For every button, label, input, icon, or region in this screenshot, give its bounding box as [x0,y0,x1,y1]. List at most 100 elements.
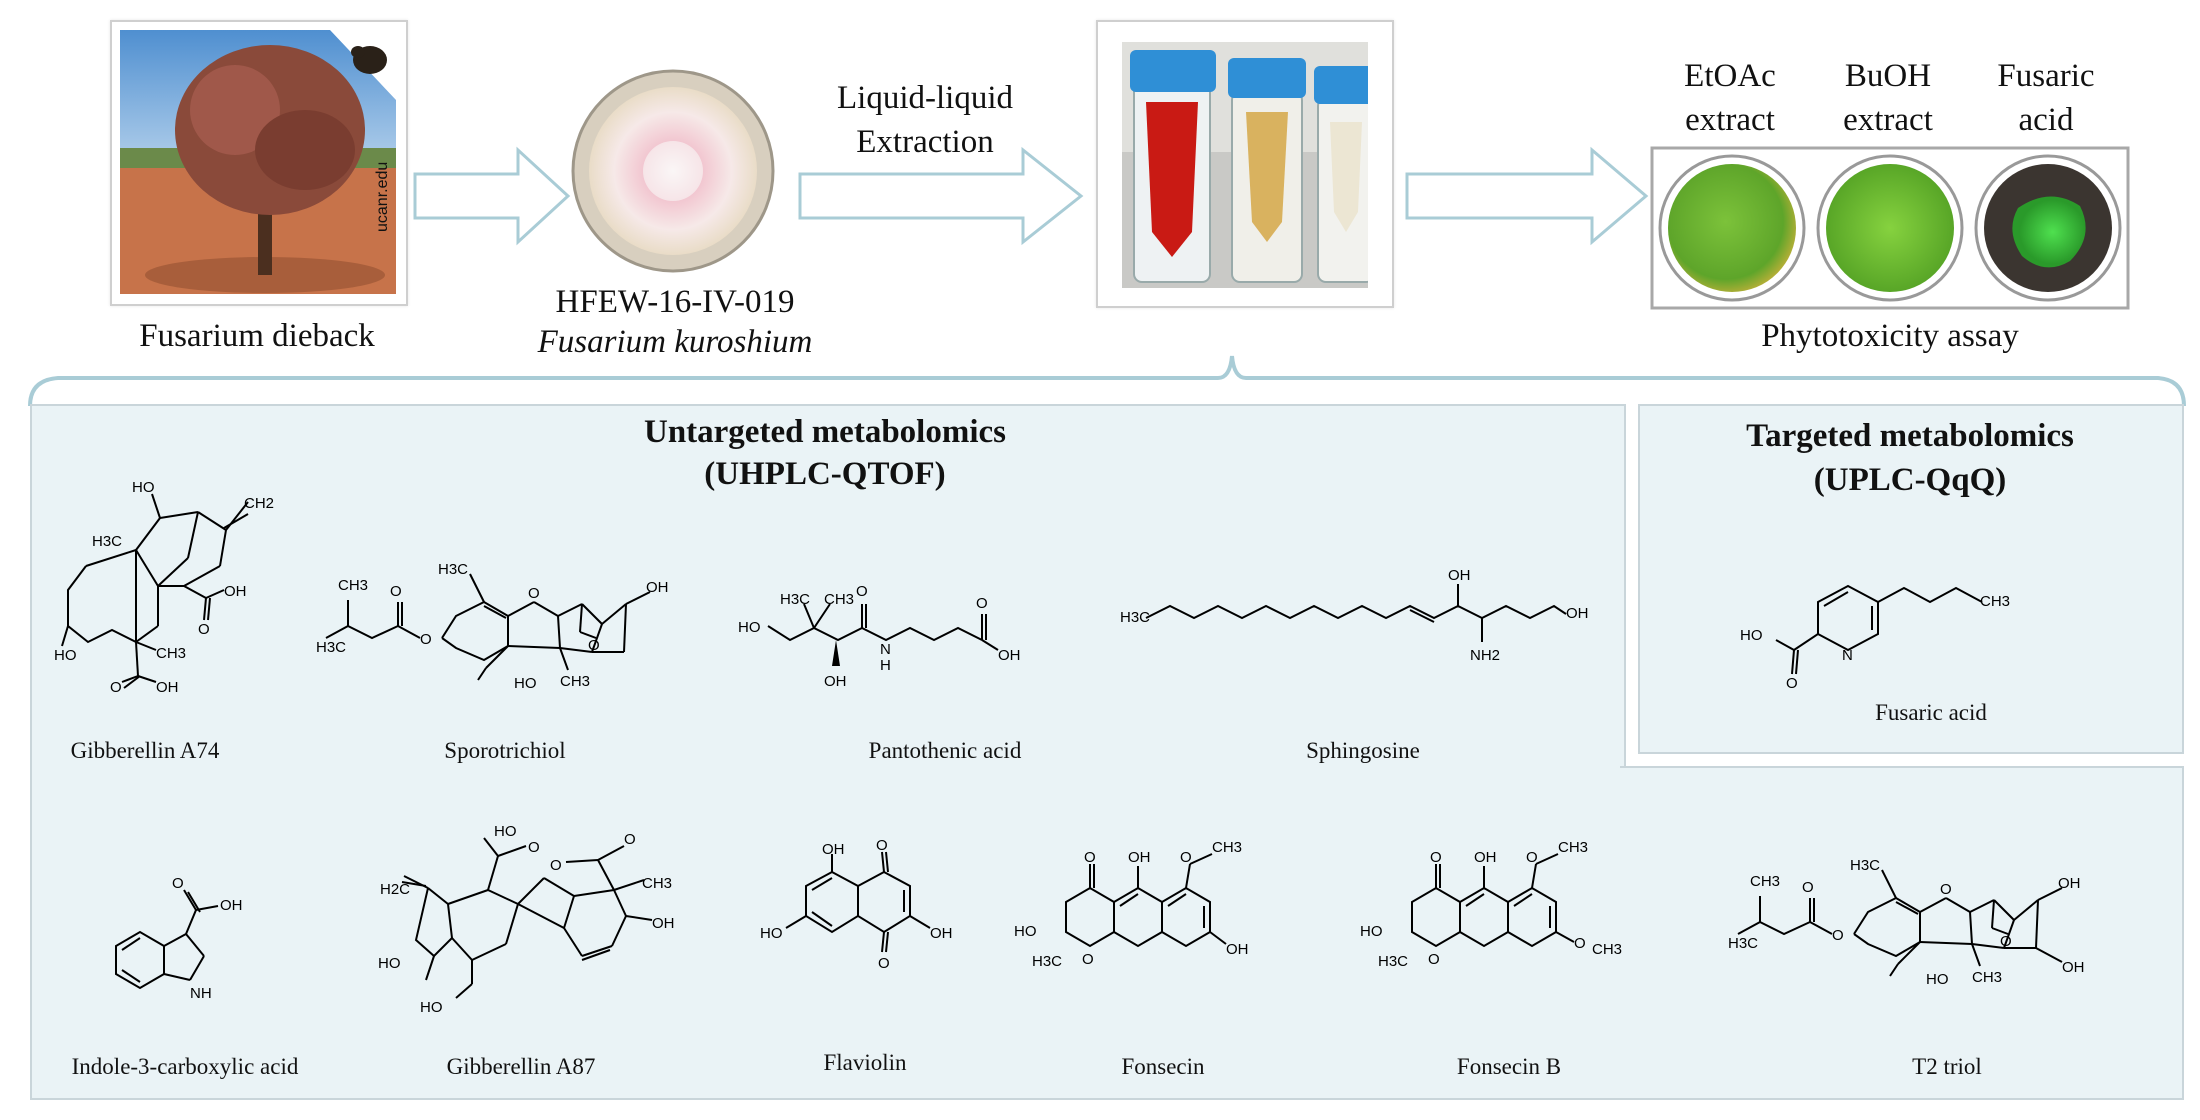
atom: H3C [1728,935,1758,952]
structure-indole-3-carboxylic-acid: O OH NH [115,875,243,1002]
structure-sporotrichiol: H3C CH3 O O H3C O O OH HO CH3 [316,561,669,690]
atom: HO [378,955,401,972]
assay-col2-line2: extract [1843,102,1933,138]
structure-gibberellin-a74: HO CH2 H3C OH O CH3 HO O OH [54,479,274,696]
atom: H3C [1120,609,1150,626]
atom: O [1430,849,1442,866]
dieback-photo [120,30,396,294]
compound-name: Fonsecin [1121,1054,1205,1079]
atom: HO [54,647,77,664]
vials-photo [1122,42,1368,288]
atom: OH [646,579,669,596]
assay-col3-line1: Fusaric [1997,58,2095,94]
atom: O [1786,675,1798,690]
atom: HO [514,675,537,690]
structure-t2-triol: H3C CH3 O O H3C O O OH OH HO CH3 [1728,857,2085,988]
atom: O [976,595,988,612]
compound-name: Sporotrichiol [444,738,566,763]
vials-photo-frame [1096,20,1394,308]
atom: CH3 [1972,969,2002,986]
compound-name: Indole-3-carboxylic acid [71,1054,299,1079]
dieback-photo-frame: ucanr.edu [110,20,408,306]
atom: H3C [1378,953,1408,970]
atom: O [528,585,540,602]
structure-fonsecin-b: O OH O CH3 HO H3C O O CH3 [1360,839,1622,970]
atom: H3C [780,591,810,608]
species-name: Fusarium kuroshium [537,324,813,360]
atom: O [1082,951,1094,968]
structure-pantothenic-acid: HO H3C CH3 O N H OH O OH [738,583,1021,690]
compound-name: Gibberellin A74 [70,738,220,763]
assay-caption: Phytotoxicity assay [1761,318,2019,354]
atom: OH [930,925,953,942]
atom: OH [220,897,243,914]
assay-col3-line2: acid [2018,102,2074,138]
atom: O [198,621,210,638]
atom: CH3 [1558,839,1588,856]
atom: HO [494,823,517,840]
atom: O [1084,849,1096,866]
atom: H3C [1032,953,1062,970]
atom: OH [824,673,847,690]
atom: OH [652,915,675,932]
atom: N [1842,647,1853,664]
targeted-title-line2: (UPLC-QqQ) [1813,462,2007,498]
atom: O [1574,935,1586,952]
atom: N [880,641,891,658]
untargeted-panel-top [30,404,1626,770]
section-brace [28,355,2186,407]
assay-col1-line2: extract [1685,102,1775,138]
atom: O [1832,927,1844,944]
atom: CH2 [244,495,274,512]
atom: OH [1226,941,1249,958]
structure-fusaric-acid: HO N O CH3 [1740,584,2010,690]
atom: O [878,955,890,972]
atom: O [550,857,562,874]
atom: O [876,840,888,854]
atom: O [624,831,636,848]
structure-flaviolin: OH O HO OH O [760,840,953,972]
atom: O [856,583,868,600]
atom: O [528,839,540,856]
photo-credit: ucanr.edu [374,161,391,232]
compound-name: T2 triol [1912,1054,1982,1079]
atom: OH [224,583,247,600]
atom: O [1940,881,1952,898]
structure-sphingosine: H3C OH NH2 OH [1120,567,1589,664]
atom: O [110,679,122,696]
atom: OH [1128,849,1151,866]
atom: OH [1448,567,1471,584]
atom: CH3 [642,875,672,892]
atom: OH [2062,959,2085,976]
panel-mask [32,760,1620,772]
atom: O [420,631,432,648]
assay-col1-line1: EtOAc [1684,58,1776,94]
atom: O [1428,951,1440,968]
structure-gibberellin-a87: HO O O O CH3 OH H2C HO HO [378,823,675,1016]
atom: O [588,637,600,654]
atom: HO [1360,923,1383,940]
dieback-caption: Fusarium dieback [139,318,375,354]
targeted-panel [1638,404,2184,754]
atom: HO [1926,971,1949,988]
atom: OH [822,841,845,858]
untargeted-title-line1: Untargeted metabolomics [643,414,1006,450]
atom: O [1802,879,1814,896]
petri-dish [571,69,775,273]
strain-id: HFEW-16-IV-019 [555,284,795,320]
atom: OH [1566,605,1589,622]
compound-name: Sphingosine [1306,738,1420,763]
compound-name: Gibberellin A87 [446,1054,596,1079]
compound-name: Flaviolin [823,1050,907,1075]
atom: NH2 [1470,647,1500,664]
atom: H2C [380,881,410,898]
atom: H3C [316,639,346,656]
atom: O [172,875,184,892]
atom: HO [132,479,155,496]
atom: O [2000,933,2012,950]
atom: H3C [1850,857,1880,874]
atom: O [390,583,402,600]
flow-arrow-2 [798,146,1084,246]
atom: OH [998,647,1021,664]
atom: H3C [438,561,468,578]
